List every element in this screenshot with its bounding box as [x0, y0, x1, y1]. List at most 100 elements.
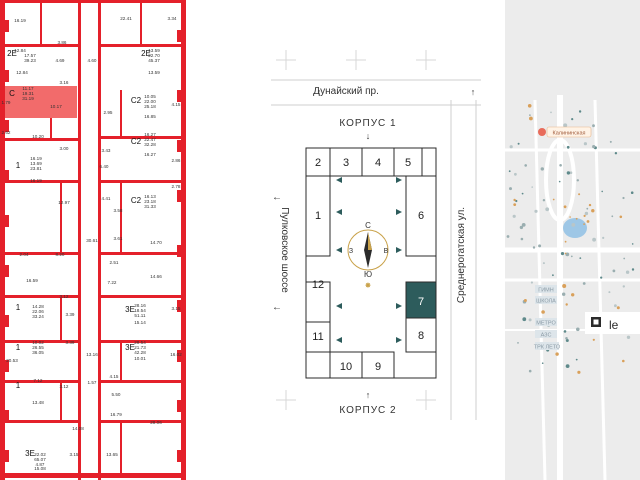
tree-dot — [513, 198, 516, 202]
room-area-label: 16.19 — [14, 18, 26, 23]
map-trees — [506, 104, 636, 374]
street-top-arrow-right: ↑ — [471, 87, 476, 97]
tree-dot — [569, 171, 573, 174]
tree-dot — [623, 257, 626, 260]
tree-dot — [566, 171, 571, 175]
room-area-label: 21.73 — [134, 345, 146, 350]
room-area-label: 16.02 — [170, 352, 182, 357]
room-area-label: 22.41 — [120, 16, 132, 21]
tree-dot — [583, 214, 586, 217]
section-6[interactable] — [405, 175, 437, 257]
room-area-label: 17.57 — [24, 53, 36, 58]
metro-pin[interactable]: Калининская — [538, 126, 592, 138]
section-4[interactable] — [361, 147, 395, 177]
tree-dot — [569, 216, 571, 218]
room-area-label: 31.19 — [22, 96, 34, 101]
tree-dot — [531, 186, 533, 188]
tree-dot — [631, 268, 635, 271]
unit-type-label: 3Е — [25, 449, 35, 458]
room-area-label: 20.53 — [6, 358, 18, 363]
section-3[interactable] — [329, 147, 363, 177]
room-area-label: 4.15 — [172, 102, 181, 107]
room-area-label: 13.59 — [148, 70, 160, 75]
tree-dot — [523, 299, 527, 302]
section-9[interactable] — [361, 351, 395, 379]
tree-dot — [509, 145, 513, 149]
tree-dot — [545, 207, 550, 212]
section-7-selected[interactable] — [405, 281, 437, 319]
room-area-label: 10.01 — [134, 356, 146, 361]
room-area-label: 22.47 — [144, 137, 156, 142]
tree-dot — [565, 303, 568, 306]
street-left-arrow-top: ← — [272, 192, 282, 203]
tree-dot — [592, 124, 595, 128]
landmark-label: ТРК ЛЕТО — [534, 345, 561, 351]
korpus-2-label: КОРПУС 2 — [339, 405, 396, 416]
tree-dot — [509, 187, 512, 191]
tree-dot — [562, 284, 567, 288]
tree-dot — [619, 215, 623, 219]
room-area-label: 16.13 — [144, 194, 156, 199]
tree-dot — [583, 142, 587, 146]
tree-dot — [611, 215, 614, 218]
room-area-label: 2.86 — [172, 158, 181, 163]
room-area-label: 12.97 — [58, 200, 70, 205]
location-map[interactable]: Калининская ГИМН ШКОЛА МЕТРО АЗС ТРК ЛЕТ… — [505, 0, 640, 480]
room-area-label: 16.19 — [30, 178, 42, 183]
room-area-label: 5.50 — [112, 392, 121, 397]
street-left-label: Пулковское шоссе — [279, 207, 290, 293]
tree-dot — [608, 291, 611, 294]
logo-text: le — [609, 318, 619, 332]
room-area-label: 7.12 — [34, 378, 43, 383]
room-area-label: 22.70 — [148, 53, 160, 58]
room-area-label: 3.15 — [70, 452, 79, 457]
tree-dot — [631, 243, 634, 245]
room-area-label: 28.54 — [134, 340, 146, 345]
room-area-label: 22.00 — [144, 99, 156, 104]
room-area-label: 19.31 — [22, 91, 34, 96]
room-area-label: 1.57 — [88, 380, 97, 385]
tree-dot — [565, 364, 570, 368]
room-area-label: 3.58 — [114, 208, 123, 213]
tree-dot — [577, 370, 581, 374]
tree-dot — [630, 191, 634, 194]
room-area-label: 15.08 — [34, 466, 46, 471]
tree-dot — [614, 152, 618, 155]
section-label: 2 — [315, 157, 321, 169]
section-8[interactable] — [405, 317, 437, 353]
unit-type-label: С2 — [131, 137, 142, 146]
room-area-label: 16.27 — [144, 132, 156, 137]
selected-apartment[interactable] — [5, 86, 77, 118]
room-area-label: 3.12 — [60, 294, 69, 299]
room-area-label: 36.05 — [32, 350, 44, 355]
room-area-label: 3.39 — [66, 340, 75, 345]
compass: С Ю З В ✸ — [347, 221, 389, 290]
room-area-label: 2.51 — [110, 260, 119, 265]
section-label: 9 — [375, 361, 381, 373]
section-1[interactable] — [305, 175, 331, 257]
tree-dot — [570, 255, 573, 258]
tree-dot — [592, 237, 596, 242]
tree-dot — [562, 292, 566, 296]
section-label: 5 — [405, 157, 411, 169]
tree-dot — [564, 240, 567, 243]
tree-dot — [529, 116, 533, 121]
landmark-label: МЕТРО — [536, 321, 556, 327]
room-area-label: 42.28 — [134, 350, 146, 355]
section-label: 11 — [312, 331, 323, 343]
pond — [563, 218, 587, 238]
tree-dot — [563, 123, 568, 128]
room-area-label: 30.61 — [86, 238, 98, 243]
tree-dot — [588, 203, 592, 207]
room-area-label: 4.87 — [36, 462, 45, 467]
landmark-label: ГИМН — [538, 288, 554, 294]
room-area-label: 31.33 — [144, 204, 156, 209]
section-label: 4 — [375, 157, 381, 169]
tree-dot — [609, 140, 612, 143]
tree-dot — [517, 142, 520, 145]
street-top-label: Дунайский пр. — [313, 86, 379, 97]
section-11[interactable] — [305, 321, 331, 353]
room-area-label: 45.37 — [148, 58, 160, 63]
room-area-label: 6.40 — [100, 164, 109, 169]
